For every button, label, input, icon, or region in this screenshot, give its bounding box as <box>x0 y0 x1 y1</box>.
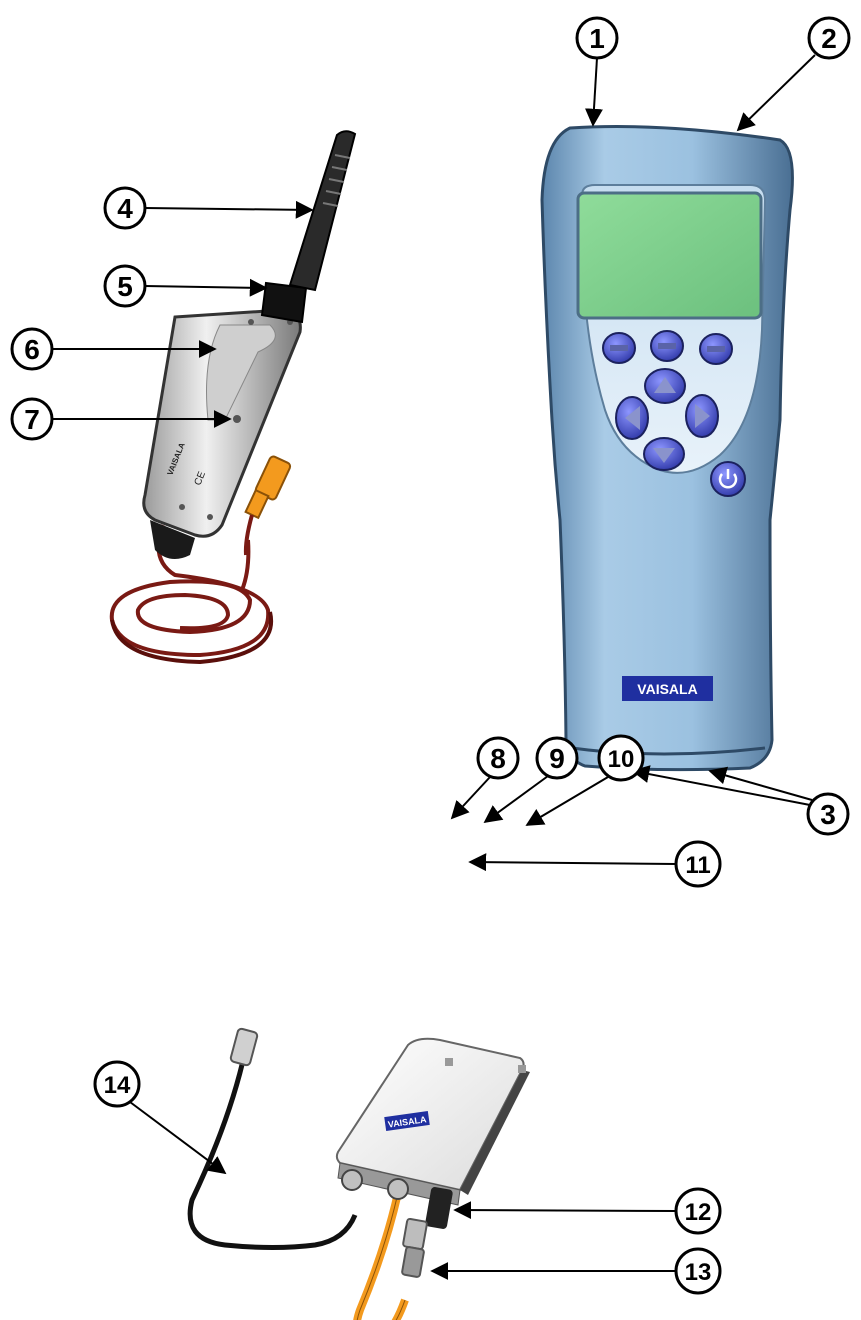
svg-text:12: 12 <box>685 1199 712 1226</box>
svg-text:VAISALA: VAISALA <box>637 681 697 697</box>
adapter-cable-black <box>190 1052 355 1248</box>
callout-4: 4 <box>105 188 312 228</box>
svg-text:4: 4 <box>117 193 133 224</box>
leader-arrow-5 <box>145 286 266 288</box>
handheld-brand-logo: VAISALA <box>622 676 713 701</box>
adapter-pin-8 <box>445 1058 453 1066</box>
svg-text:5: 5 <box>117 271 133 302</box>
probe-connector-m12 <box>246 455 292 555</box>
callout-11: 11 <box>470 842 720 886</box>
adapter-connector-end <box>230 1028 258 1066</box>
probe-collar <box>262 283 306 322</box>
leader-arrow-14 <box>130 1102 225 1173</box>
svg-text:7: 7 <box>24 404 40 435</box>
leader-arrow-9 <box>485 776 548 822</box>
arrow-right-button[interactable] <box>686 395 718 437</box>
callout-5: 5 <box>105 266 266 306</box>
adapter-box: VAISALA <box>337 1039 530 1278</box>
svg-text:13: 13 <box>685 1259 712 1286</box>
svg-text:11: 11 <box>685 852 710 879</box>
leader-arrow-3a <box>633 771 810 805</box>
adapter-pin-10 <box>518 1065 526 1073</box>
soft-key-middle[interactable] <box>651 331 683 361</box>
svg-text:8: 8 <box>490 743 506 774</box>
svg-text:9: 9 <box>549 743 565 774</box>
display-screen <box>578 193 761 318</box>
handheld-indicator: VAISALA <box>542 127 792 770</box>
callout-2: 2 <box>738 18 849 130</box>
leader-arrow-4 <box>145 208 312 210</box>
callout-3: 3 <box>633 771 848 834</box>
power-button[interactable] <box>711 462 745 496</box>
leader-arrow-11 <box>470 862 676 864</box>
adapter-assembly: VAISALA <box>190 1028 530 1320</box>
leader-arrow-8 <box>452 777 490 818</box>
arrow-up-button[interactable] <box>645 369 685 403</box>
svg-text:2: 2 <box>821 23 837 54</box>
probe-assembly: VAISALA CE <box>112 131 355 662</box>
leader-arrow-12 <box>455 1210 676 1211</box>
soft-key-right[interactable] <box>700 334 732 364</box>
callout-1: 1 <box>577 18 617 125</box>
leader-arrow-1 <box>593 58 597 125</box>
leader-arrow-10 <box>527 777 608 825</box>
probe-body: VAISALA CE <box>144 310 301 559</box>
callout-14: 14 <box>95 1062 225 1173</box>
probe-screw <box>233 415 241 423</box>
soft-key-left[interactable] <box>603 333 635 363</box>
svg-text:14: 14 <box>104 1072 131 1099</box>
callout-12: 12 <box>455 1189 720 1233</box>
svg-text:1: 1 <box>589 23 605 54</box>
svg-text:3: 3 <box>820 799 836 830</box>
adapter-port-middle <box>388 1179 408 1199</box>
adapter-power-jack <box>402 1186 454 1277</box>
adapter-port-left <box>342 1170 362 1190</box>
arrow-left-button[interactable] <box>616 397 648 439</box>
callout-13: 13 <box>432 1249 720 1293</box>
arrow-down-button[interactable] <box>644 438 684 470</box>
svg-text:10: 10 <box>608 746 635 773</box>
leader-arrow-2 <box>738 55 815 130</box>
svg-text:6: 6 <box>24 334 40 365</box>
